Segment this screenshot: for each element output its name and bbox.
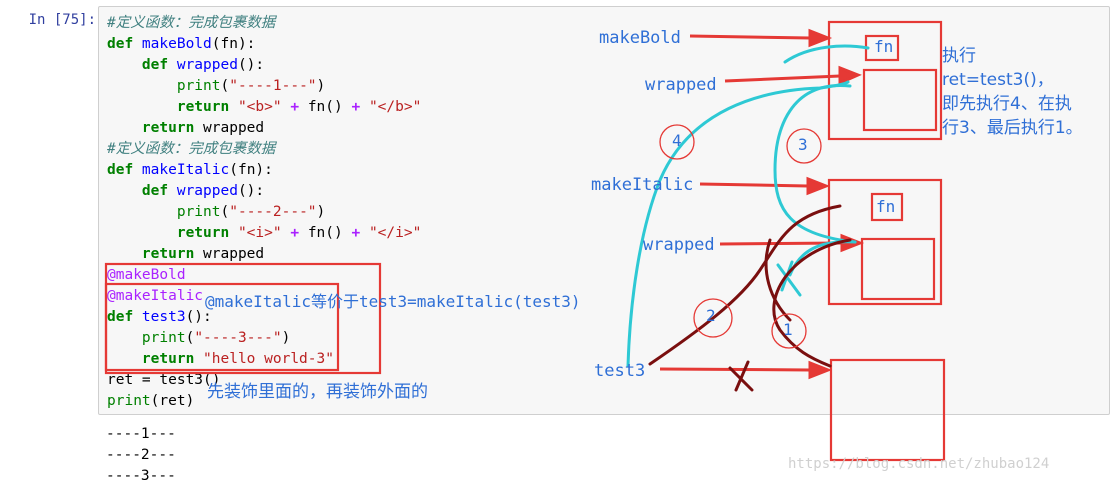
code-token: return [176, 99, 238, 115]
label-wrapped-2: wrapped [643, 235, 715, 255]
code-line: print("----3---") [107, 328, 421, 349]
code-token: print [176, 78, 221, 94]
code-token: ) [281, 330, 291, 346]
code-token: print [176, 204, 221, 220]
code-line: return "<b>" + fn() + "</b>" [107, 97, 421, 118]
code-token: print [141, 330, 186, 346]
code-token: wrapped [203, 120, 265, 136]
code-token: "hello world-3" [203, 351, 334, 367]
code-token: + [351, 99, 369, 115]
code-token [107, 120, 142, 136]
code-line: print(ret) [107, 391, 421, 412]
code-line: #定义函数：完成包裹数据 [107, 13, 421, 34]
code-token: def [141, 183, 177, 199]
code-line: #定义函数：完成包裹数据 [107, 139, 421, 160]
output-line: ----1--- [106, 426, 176, 442]
code-token: wrapped [203, 246, 265, 262]
code-token: (fn): [229, 162, 273, 178]
code-token: return [141, 246, 204, 262]
code-line: return wrapped [107, 244, 421, 265]
cell-output: ----1--- ----2--- ----3--- [106, 424, 176, 487]
code-line: def wrapped(): [107, 181, 421, 202]
code-token: wrapped [176, 57, 238, 73]
output-line: ----3--- [106, 468, 176, 484]
code-token: ( [220, 204, 230, 220]
label-makeitalic: makeItalic [591, 175, 694, 195]
code-token: (): [237, 57, 265, 73]
label-makebold: makeBold [599, 28, 681, 48]
code-token [107, 330, 142, 346]
code-token: (fn): [211, 36, 256, 52]
code-token: wrapped [176, 183, 238, 199]
code-token: ) [316, 204, 326, 220]
code-token: #定义函数：完成包裹数据 [107, 141, 276, 157]
code-line: def makeBold(fn): [107, 34, 421, 55]
code-token: + [281, 225, 308, 241]
watermark: https://blog.csdn.net/zhubao124 [788, 456, 1050, 472]
code-token: "----2---" [229, 204, 317, 220]
label-wrapped-1: wrapped [645, 75, 717, 95]
code-token: #定义函数：完成包裹数据 [107, 15, 276, 31]
code-token [107, 57, 142, 73]
code-token: (ret) [150, 393, 195, 409]
code-token [107, 78, 177, 94]
code-token: def [107, 36, 142, 52]
code-token: test3 [141, 309, 186, 325]
code-token: @makeBold [107, 267, 186, 283]
code-line: @makeBold [107, 265, 421, 286]
code-line: return "<i>" + fn() + "</i>" [107, 223, 421, 244]
code-token [107, 99, 177, 115]
code-token: return [176, 225, 238, 241]
code-token [107, 246, 142, 262]
code-token: fn() [307, 99, 352, 115]
code-line: print("----2---") [107, 202, 421, 223]
code-token: "</i>" [368, 225, 422, 241]
code-token: makeItalic [141, 162, 230, 178]
code-line: ret = test3() [107, 370, 421, 391]
code-token: def [107, 162, 142, 178]
code-token: "<b>" [237, 99, 282, 115]
code-token: + [351, 225, 369, 241]
code-token: ( [220, 78, 230, 94]
output-line: ----2--- [106, 447, 176, 463]
code-token: return [141, 120, 204, 136]
label-decoration-order: 先装饰里面的，再装饰外面的 [207, 382, 428, 402]
code-token: makeBold [141, 36, 212, 52]
code-line: return "hello world-3" [107, 349, 421, 370]
code-token: return [141, 351, 204, 367]
code-token [107, 351, 142, 367]
code-token [107, 204, 177, 220]
label-equivalence: @makeItalic等价于test3=makeItalic(test3) [205, 292, 581, 311]
label-test3: test3 [594, 361, 646, 381]
code-token: fn() [307, 225, 352, 241]
code-token: print [107, 393, 151, 409]
code-token [107, 183, 142, 199]
code-token: ret = test3() [107, 372, 221, 388]
code-token: def [141, 57, 177, 73]
step-3-label: 3 [798, 135, 808, 154]
code-line: def makeItalic(fn): [107, 160, 421, 181]
step-1-label: 1 [783, 320, 793, 339]
step-2-label: 2 [706, 306, 716, 325]
code-line: def wrapped(): [107, 55, 421, 76]
step-4-label: 4 [672, 131, 682, 150]
code-token: "<i>" [237, 225, 282, 241]
code-token: + [281, 99, 308, 115]
code-token: "----1---" [229, 78, 317, 94]
code-token: "----3---" [194, 330, 282, 346]
code-token: def [107, 309, 142, 325]
label-execution-note: 执行 ret=test3()， 即先执行4、在执 行3、最后执行1。 [942, 46, 1083, 138]
input-prompt: In [75]: [28, 12, 96, 28]
label-fn-1: fn [874, 37, 894, 56]
code-token: "</b>" [368, 99, 422, 115]
code-token: ( [185, 330, 195, 346]
code-token: (): [237, 183, 265, 199]
code-token: ) [316, 78, 326, 94]
code-line: return wrapped [107, 118, 421, 139]
label-fn-2: fn [876, 197, 896, 216]
code-token: @makeItalic [107, 288, 204, 304]
code-line: print("----1---") [107, 76, 421, 97]
code-token [107, 225, 177, 241]
